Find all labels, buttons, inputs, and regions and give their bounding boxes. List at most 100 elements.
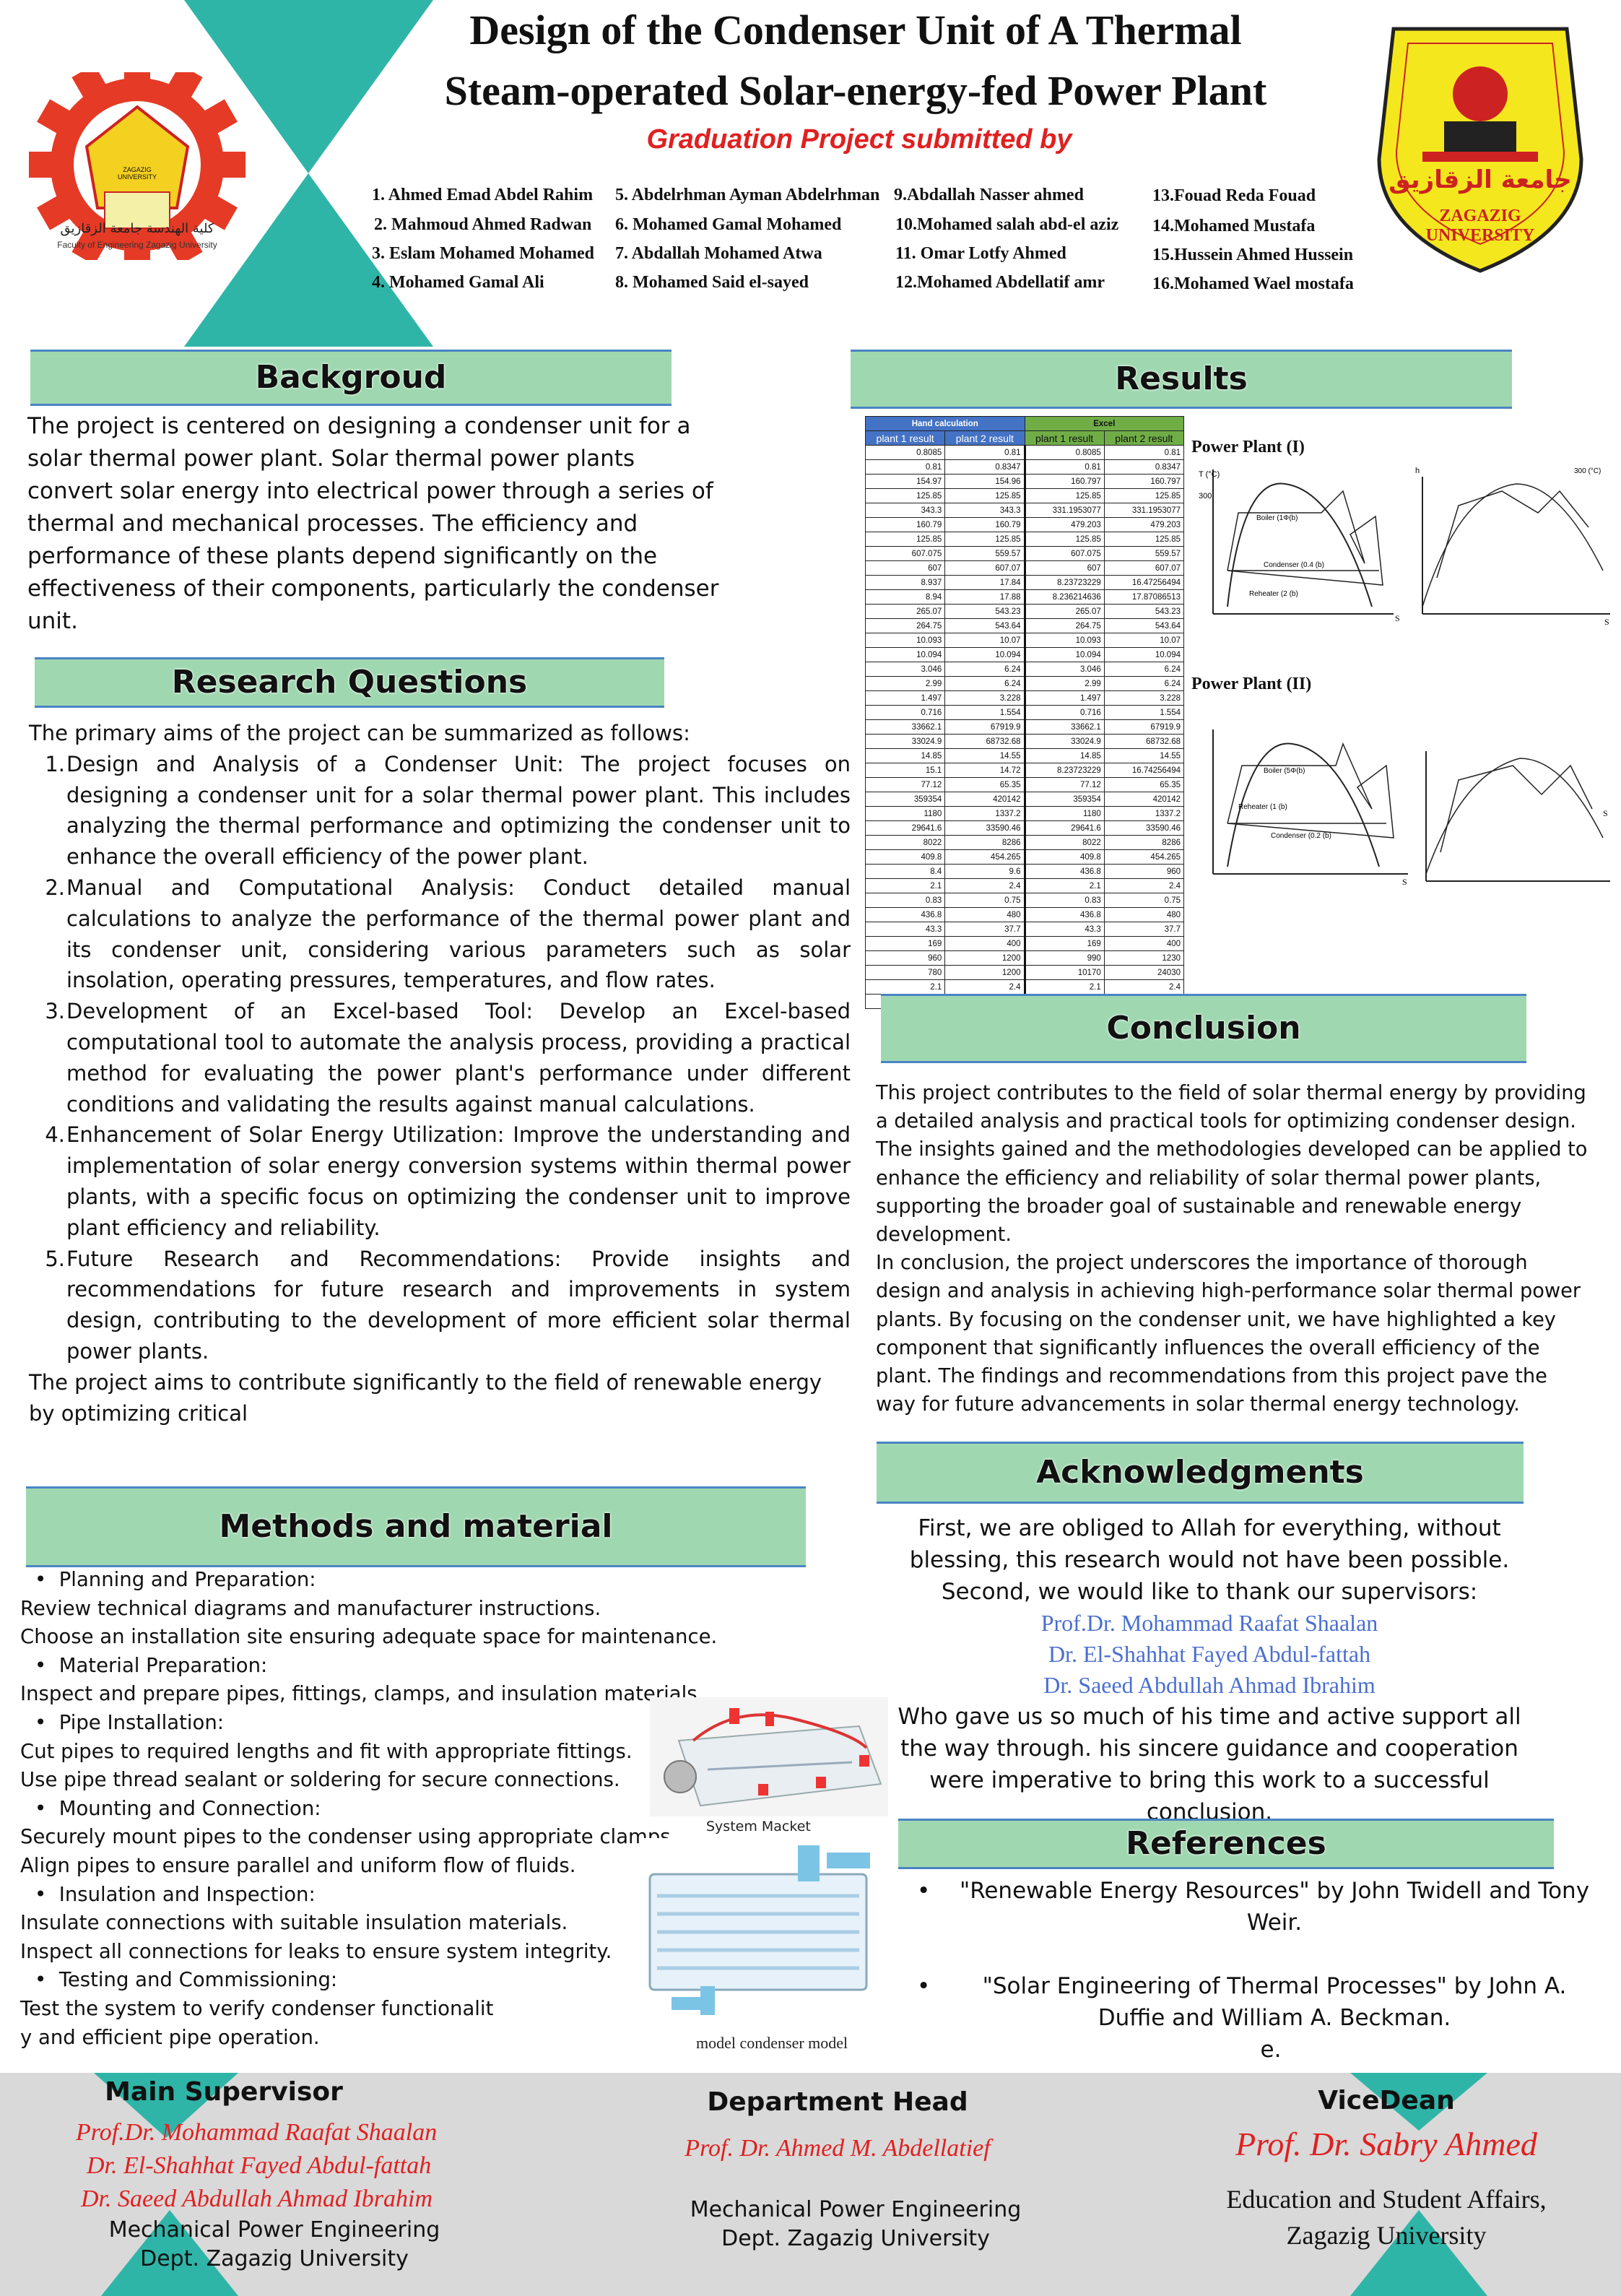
table-cell: 29641.6 [864, 820, 946, 836]
plant1-t300-label: 300 [1199, 492, 1212, 501]
plant1-t-axis-label: T (°C) [1199, 470, 1220, 479]
table-cell: 68732.68 [1103, 734, 1185, 749]
plant2-hs-diagram: S [1425, 751, 1610, 882]
member-name: 11. Omar Lotfy Ahmed [895, 244, 1066, 263]
table-cell: 331.1953077 [1103, 503, 1185, 518]
methods-line: Use pipe thread sealant or soldering for… [20, 1768, 620, 1792]
plant1-ts-diagram: T (°C) 300 Boiler (1Φ(b) Reheater (2 (b)… [1199, 469, 1400, 623]
table-cell: 8.4 [864, 864, 946, 879]
table-group-excel: Excel [1024, 416, 1184, 431]
main-supervisor-dept: Dept. Zagazig University [140, 2246, 409, 2271]
table-cell: 33662.1 [1023, 719, 1105, 735]
bullet-icon: • [35, 1796, 59, 1820]
table-cell: 16.47256494 [1103, 575, 1185, 590]
table-cell: 33590.46 [944, 820, 1025, 836]
table-cell: 67919.9 [1103, 719, 1185, 735]
table-cell: 436.8 [864, 907, 946, 922]
table-cell: 125.85 [944, 532, 1025, 547]
table-cell: 6.24 [944, 662, 1025, 677]
supervisor-name: Prof.Dr. Mohammad Raafat Shaalan [1040, 1610, 1378, 1636]
table-cell: 0.8085 [1023, 445, 1105, 460]
acknowledgments-section: First, we are obliged to Allah for every… [866, 1512, 1552, 1828]
methods-line: • Testing and Commissioning: [35, 1968, 338, 1992]
condenser-model-caption: model condenser model [696, 2034, 848, 2052]
table-cell: 14.85 [1023, 748, 1105, 763]
plant2-boiler-label: Boiler (5Φ(b) [1264, 767, 1305, 775]
table-cell: 6.24 [944, 676, 1025, 691]
table-cell: 0.75 [944, 893, 1025, 908]
table-cell: 8286 [1103, 835, 1185, 850]
table-column-header: plant 2 result [1103, 430, 1185, 446]
table-cell: 154.97 [864, 474, 946, 489]
methods-line: • Planning and Preparation: [35, 1568, 316, 1591]
plant2-reheater-label: Reheater (1 (b) [1238, 803, 1287, 811]
table-cell: 2.4 [944, 878, 1025, 893]
table-cell: 8.23723229 [1023, 575, 1105, 590]
table-cell: 14.72 [944, 763, 1025, 778]
table-cell: 559.57 [1103, 546, 1185, 561]
conclusion-heading: Conclusion [881, 994, 1526, 1063]
table-cell: 1.497 [1023, 690, 1105, 706]
table-cell: 125.85 [944, 488, 1025, 503]
methods-line: Align pipes to ensure parallel and unifo… [20, 1853, 576, 1877]
table-cell: 15.1 [864, 763, 946, 778]
table-cell: 0.8347 [1103, 459, 1185, 475]
poster-title-line1: Design of the Condenser Unit of A Therma… [469, 7, 1242, 53]
bullet-icon: • [35, 1710, 59, 1734]
footer-teal-triangle-right-top [1350, 2073, 1487, 2131]
member-name: 3. Eslam Mohamed Mohamed [372, 244, 594, 263]
plant2-ts-diagram: Boiler (5Φ(b) Reheater (1 (b) Condenser … [1212, 729, 1408, 887]
background-text: The project is centered on designing a c… [27, 413, 719, 634]
table-cell: 960 [864, 950, 946, 966]
table-cell: 9.6 [944, 864, 1025, 879]
table-cell: 67919.9 [944, 719, 1025, 735]
methods-line: • Insulation and Inspection: [35, 1882, 316, 1906]
table-cell: 479.203 [1103, 517, 1185, 532]
table-cell: 359354 [864, 792, 946, 807]
table-cell: 265.07 [1023, 604, 1105, 619]
table-cell: 68732.68 [944, 734, 1025, 749]
header-teal-hourglass [184, 0, 433, 347]
table-cell: 420142 [944, 792, 1025, 807]
table-cell: 343.3 [944, 503, 1025, 518]
faculty-logo: ZAGAZIG UNIVERSITY كلية الهندسة جامعة ال… [22, 56, 253, 273]
table-cell: 3.046 [864, 662, 946, 677]
acknowledgments-names: Prof.Dr. Mohammad Raafat Shaalan Dr. El-… [866, 1608, 1552, 1701]
table-cell: 14.55 [1103, 748, 1185, 763]
table-cell: 480 [1103, 907, 1185, 922]
table-cell: 543.23 [944, 604, 1025, 619]
table-cell: 125.85 [1023, 488, 1105, 503]
table-cell: 265.07 [864, 604, 946, 619]
table-cell: 17.87086513 [1103, 589, 1185, 605]
department-head-dept: Dept. Zagazig University [721, 2226, 990, 2251]
member-name: 4. Mohamed Gamal Ali [372, 273, 544, 292]
table-cell: 14.55 [944, 748, 1025, 763]
conclusion-section: This project contributes to the field of… [876, 1079, 1591, 1418]
footer-teal-triangle-right-bottom [1350, 2210, 1487, 2296]
methods-line: Securely mount pipes to the condenser us… [20, 1825, 677, 1849]
table-cell: 8.94 [864, 589, 946, 605]
reference-item: •"Solar Engineering of Thermal Processes… [917, 1970, 1596, 2034]
table-cell: 607.07 [1103, 560, 1185, 576]
methods-line: • Mounting and Connection: [35, 1796, 321, 1820]
conclusion-paragraph: In conclusion, the project underscores t… [876, 1252, 1581, 1416]
main-supervisor-title: Main Supervisor [105, 2077, 343, 2107]
system-macket-photo [650, 1697, 888, 1816]
main-supervisor-dept: Mechanical Power Engineering [108, 2217, 440, 2243]
plant1-reheater-label: Reheater (2 (b) [1249, 590, 1298, 598]
table-cell: 0.75 [1103, 893, 1185, 908]
results-heading: Results [851, 350, 1512, 409]
